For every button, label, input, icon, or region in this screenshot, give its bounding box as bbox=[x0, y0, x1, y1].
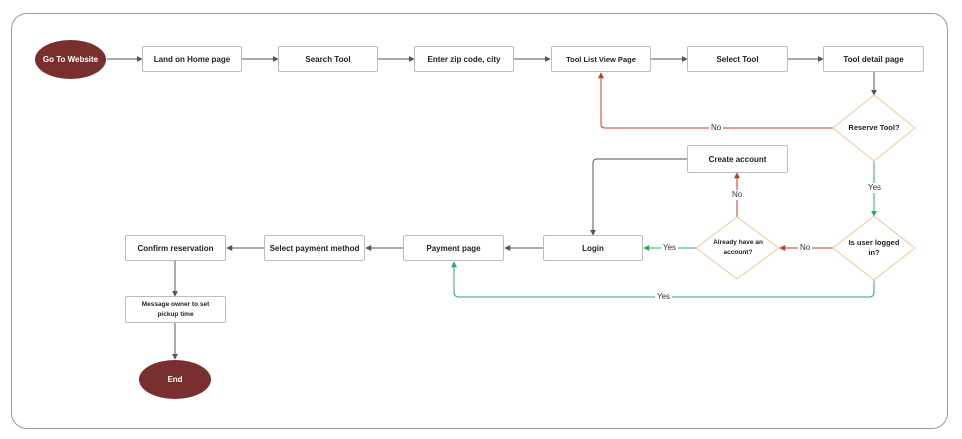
have-account-decision-label: Already have an account? bbox=[713, 239, 763, 256]
detail-node: Tool detail page bbox=[823, 46, 924, 72]
list-node: Tool List View Page bbox=[551, 46, 651, 72]
account-diamond bbox=[695, 216, 780, 280]
login-node: Login bbox=[543, 235, 643, 261]
logged-yes-label: Yes bbox=[655, 292, 673, 302]
edge-reserve-no bbox=[598, 72, 834, 129]
account-no-label: No bbox=[730, 190, 745, 200]
reserve-yes-label: Yes bbox=[866, 183, 884, 193]
home-node: Land on Home page bbox=[142, 46, 242, 72]
diagram-frame bbox=[11, 13, 948, 429]
logged-in-decision-label: Is user logged in? bbox=[848, 238, 900, 257]
logged-no-label: No bbox=[798, 243, 813, 253]
message-owner-node: Message owner to set pickup time bbox=[125, 296, 226, 323]
start-node: Go To Website bbox=[35, 40, 106, 79]
edge-create-login bbox=[590, 158, 687, 236]
reserve-diamond bbox=[832, 94, 916, 162]
search-node: Search Tool bbox=[278, 46, 378, 72]
confirm-node: Confirm reservation bbox=[125, 235, 226, 261]
zip-node: Enter zip code, city bbox=[414, 46, 514, 72]
logged-diamond bbox=[832, 215, 916, 281]
payment-method-node: Select payment method bbox=[264, 235, 365, 261]
account-yes-label: Yes bbox=[661, 243, 679, 253]
reserve-no-label: No bbox=[709, 123, 724, 133]
select-node: Select Tool bbox=[687, 46, 788, 72]
reserve-decision-label: Reserve Tool? bbox=[848, 123, 900, 132]
payment-node: Payment page bbox=[403, 235, 504, 261]
create-account-node: Create account bbox=[687, 145, 788, 173]
end-node: End bbox=[139, 360, 211, 399]
